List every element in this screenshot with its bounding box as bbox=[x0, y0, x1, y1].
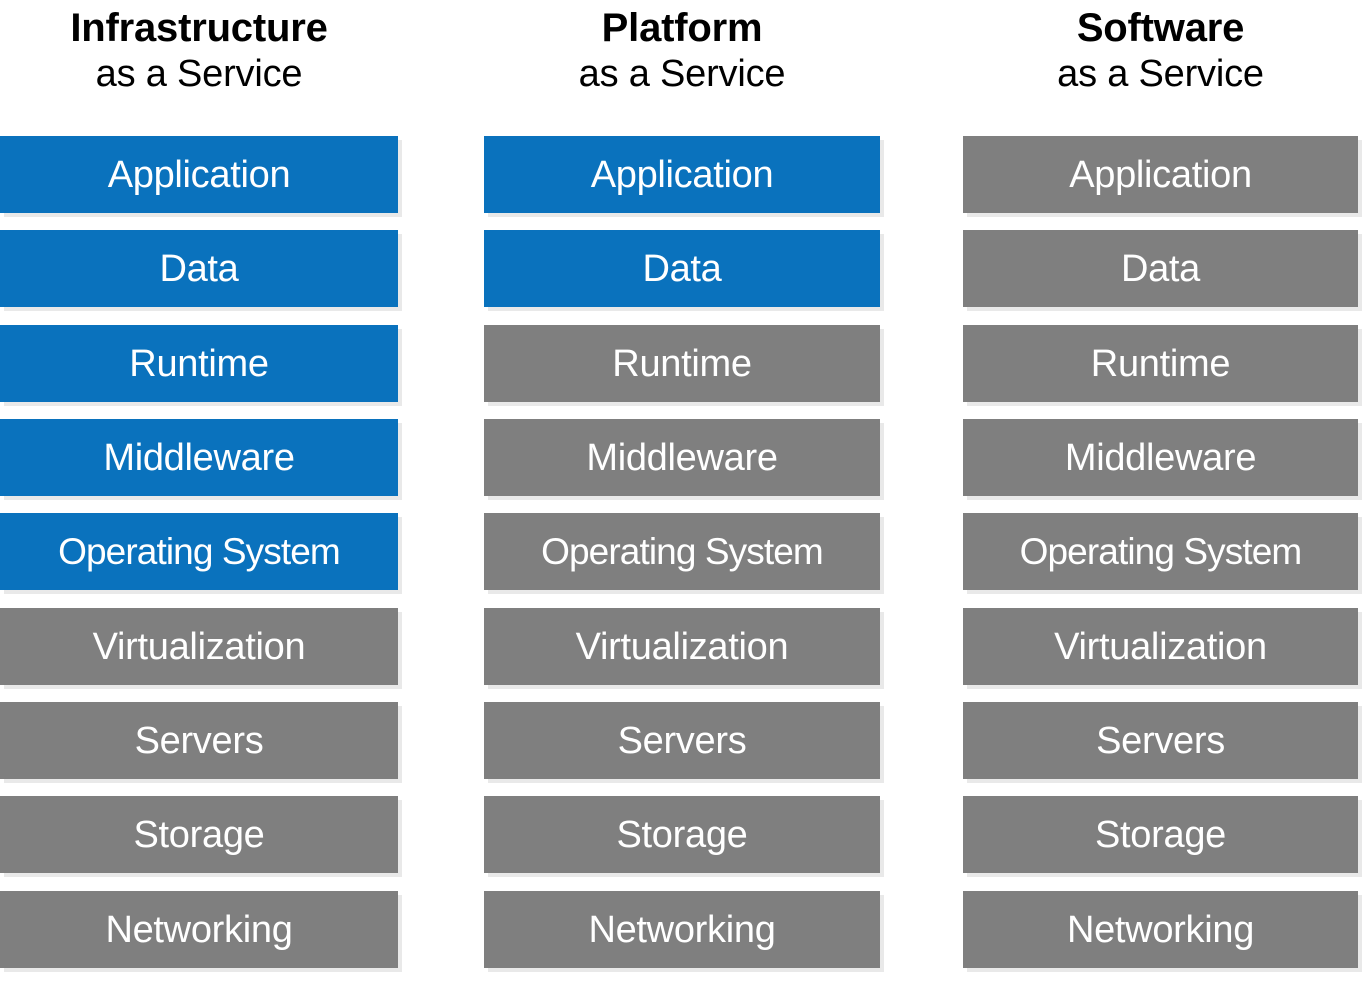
layer-box-application[interactable]: Application bbox=[0, 136, 398, 213]
layer-box-storage[interactable]: Storage bbox=[963, 796, 1358, 873]
layer-box-storage[interactable]: Storage bbox=[484, 796, 880, 873]
layer-box-runtime[interactable]: Runtime bbox=[484, 325, 880, 402]
layer-box-application[interactable]: Application bbox=[484, 136, 880, 213]
column-iaas: Infrastructure as a Service Application … bbox=[0, 0, 398, 983]
column-header-paas: Platform as a Service bbox=[484, 8, 880, 93]
layer-box-servers[interactable]: Servers bbox=[0, 702, 398, 779]
layer-box-middleware[interactable]: Middleware bbox=[0, 419, 398, 496]
layer-box-operating-system[interactable]: Operating System bbox=[0, 513, 398, 590]
layer-box-operating-system[interactable]: Operating System bbox=[484, 513, 880, 590]
layer-box-servers[interactable]: Servers bbox=[484, 702, 880, 779]
column-title-main: Software bbox=[1076, 6, 1245, 50]
layer-box-middleware[interactable]: Middleware bbox=[484, 419, 880, 496]
column-title-sub: as a Service bbox=[1057, 53, 1264, 95]
layer-stack-iaas: Application Data Runtime Middleware Oper… bbox=[0, 136, 398, 972]
layer-box-data[interactable]: Data bbox=[963, 230, 1358, 307]
column-title-main: Infrastructure bbox=[70, 6, 328, 50]
layer-box-virtualization[interactable]: Virtualization bbox=[484, 608, 880, 685]
column-title-main: Platform bbox=[601, 6, 763, 50]
layer-box-operating-system[interactable]: Operating System bbox=[963, 513, 1358, 590]
layer-box-data[interactable]: Data bbox=[0, 230, 398, 307]
layer-stack-paas: Application Data Runtime Middleware Oper… bbox=[484, 136, 880, 972]
layer-box-networking[interactable]: Networking bbox=[963, 891, 1358, 968]
layer-box-application[interactable]: Application bbox=[963, 136, 1358, 213]
column-saas: Software as a Service Application Data R… bbox=[963, 0, 1358, 983]
column-paas: Platform as a Service Application Data R… bbox=[484, 0, 880, 983]
layer-box-middleware[interactable]: Middleware bbox=[963, 419, 1358, 496]
column-header-iaas: Infrastructure as a Service bbox=[0, 8, 398, 93]
layer-box-servers[interactable]: Servers bbox=[963, 702, 1358, 779]
layer-box-virtualization[interactable]: Virtualization bbox=[963, 608, 1358, 685]
layer-box-runtime[interactable]: Runtime bbox=[0, 325, 398, 402]
layer-box-virtualization[interactable]: Virtualization bbox=[0, 608, 398, 685]
layer-box-networking[interactable]: Networking bbox=[0, 891, 398, 968]
column-title-sub: as a Service bbox=[95, 53, 303, 95]
column-title-sub: as a Service bbox=[578, 53, 786, 95]
layer-stack-saas: Application Data Runtime Middleware Oper… bbox=[963, 136, 1358, 972]
layer-box-data[interactable]: Data bbox=[484, 230, 880, 307]
layer-box-runtime[interactable]: Runtime bbox=[963, 325, 1358, 402]
layer-box-networking[interactable]: Networking bbox=[484, 891, 880, 968]
layer-box-storage[interactable]: Storage bbox=[0, 796, 398, 873]
column-header-saas: Software as a Service bbox=[963, 8, 1358, 93]
